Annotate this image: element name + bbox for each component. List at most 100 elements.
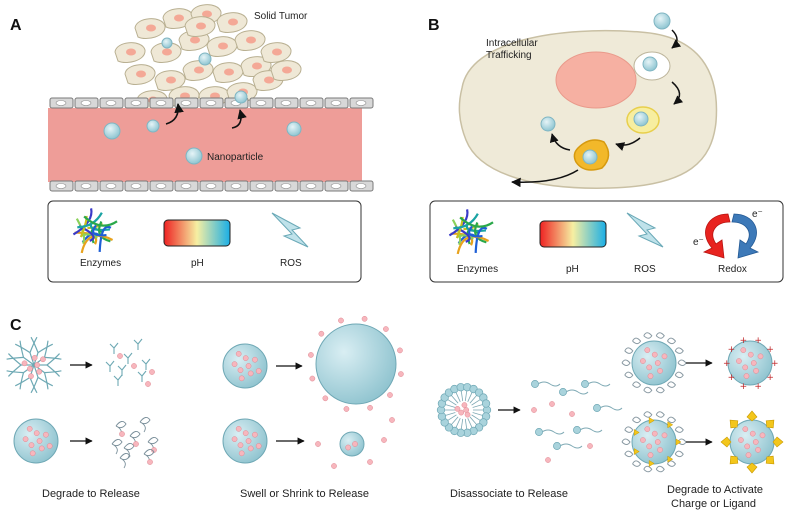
- unimer-head: [581, 380, 589, 388]
- hidden-ligand: [667, 455, 674, 463]
- hidden-ligand: [648, 460, 655, 467]
- ligand: [729, 455, 739, 465]
- micelle-tail: [460, 390, 464, 402]
- stimulus-label: pH: [191, 258, 204, 269]
- endothelial-nucleus: [80, 183, 92, 189]
- released-unimers: [531, 380, 623, 463]
- degraded-fragments: [111, 417, 159, 469]
- drug-molecule: [131, 363, 137, 369]
- nanoparticle: [222, 418, 268, 464]
- drug-molecule: [361, 315, 368, 322]
- micelle-tail: [446, 398, 457, 406]
- micelle-tail: [469, 416, 478, 426]
- shield-polymer: [624, 426, 634, 433]
- drug-molecule: [238, 375, 245, 382]
- enzyme-strand: [77, 212, 103, 229]
- unimer-tail: [541, 429, 565, 435]
- endothelial-nucleus: [155, 183, 167, 189]
- nanoparticle: [653, 12, 671, 30]
- vessel-wall-top: [49, 97, 374, 109]
- nanoparticle: [540, 116, 556, 132]
- shield-polymer: [655, 465, 665, 473]
- drug-molecule: [640, 358, 646, 364]
- endothelial-nucleus: [180, 100, 192, 106]
- micelle-tail: [450, 394, 459, 404]
- drug-molecule: [235, 350, 242, 357]
- drug-molecule: [742, 364, 749, 371]
- polymer-fragment: [123, 443, 135, 459]
- drug-molecule: [149, 369, 155, 375]
- drug-molecule: [28, 373, 34, 380]
- stimulus-label: ROS: [280, 258, 302, 269]
- polymer-fragment: [123, 352, 133, 364]
- shield-polymer: [677, 359, 687, 366]
- drug-molecule: [34, 362, 41, 368]
- tumor-nucleus: [264, 76, 274, 84]
- drug-molecule: [345, 444, 352, 451]
- stimulus-label: Enzymes: [80, 258, 121, 269]
- micelle-tail: [455, 391, 461, 402]
- dendrimer-branch: [43, 340, 49, 358]
- endothelial-nucleus: [280, 100, 292, 106]
- nanoparticle: [161, 37, 173, 49]
- drug-molecule: [752, 439, 759, 445]
- enzyme-strand: [72, 208, 93, 236]
- shield-polymer: [667, 337, 677, 345]
- dendrimer-branch: [46, 353, 61, 366]
- shield-polymer: [655, 411, 665, 418]
- drug-molecule: [651, 351, 658, 358]
- endothelial-nucleus: [280, 183, 292, 189]
- endothelial-nucleus: [180, 183, 192, 189]
- enzyme-strand: [83, 215, 118, 227]
- drug-molecule: [338, 317, 344, 324]
- stimulus-label: pH: [566, 264, 579, 275]
- ligand: [746, 462, 758, 474]
- micelle-tail: [446, 414, 457, 422]
- drug-molecule: [654, 360, 661, 366]
- polymer-fragment: [137, 370, 147, 382]
- enzyme-strand: [79, 215, 88, 238]
- charge-symbol: +: [728, 345, 736, 355]
- enzyme-icon: [72, 208, 118, 254]
- trafficking-arrow: [671, 29, 682, 49]
- drug-molecule: [252, 431, 258, 438]
- ph-gradient-icon: [163, 219, 231, 247]
- polymer-fragment: [147, 437, 159, 453]
- drug-molecule: [647, 452, 654, 458]
- drug-molecule: [738, 437, 744, 443]
- payload: [231, 350, 262, 382]
- drug-molecule: [651, 430, 658, 437]
- micelle-tail: [471, 398, 482, 406]
- drug-molecule: [569, 411, 575, 417]
- shielded-nanoparticle: [621, 332, 687, 394]
- drug-molecule: [749, 430, 756, 437]
- drug-molecule: [461, 402, 468, 408]
- tumor-nucleus: [126, 48, 136, 56]
- tumor-nucleus: [224, 68, 234, 76]
- drug-molecule: [322, 395, 329, 402]
- drug-molecule: [21, 360, 28, 367]
- dendrimer-branch: [14, 343, 31, 354]
- drug-molecule: [318, 330, 325, 337]
- drug-molecule: [238, 450, 245, 457]
- enzyme-strand: [459, 216, 494, 228]
- shield-polymer: [643, 465, 653, 473]
- unimer-tail: [537, 381, 561, 387]
- vessel-wall-bottom: [49, 180, 374, 192]
- polymer-fragment: [113, 374, 123, 386]
- electron-symbol: e⁻: [752, 209, 763, 220]
- drug-molecule: [28, 442, 35, 448]
- drug-molecule: [119, 431, 125, 437]
- degraded-fragments: [105, 338, 155, 387]
- drug-molecule: [247, 370, 254, 377]
- drug-molecule: [133, 441, 139, 447]
- drug-molecule: [252, 356, 258, 363]
- drug-molecule: [381, 437, 387, 443]
- mechanism-degrade-activate: ++++++++++ Degrade to Activate Charge or…: [621, 332, 784, 510]
- drug-molecule: [744, 443, 751, 450]
- endothelial-nucleus: [255, 100, 267, 106]
- drug-molecule: [745, 452, 752, 458]
- charge-symbol: +: [740, 382, 748, 392]
- dendrimer-branch: [43, 372, 49, 390]
